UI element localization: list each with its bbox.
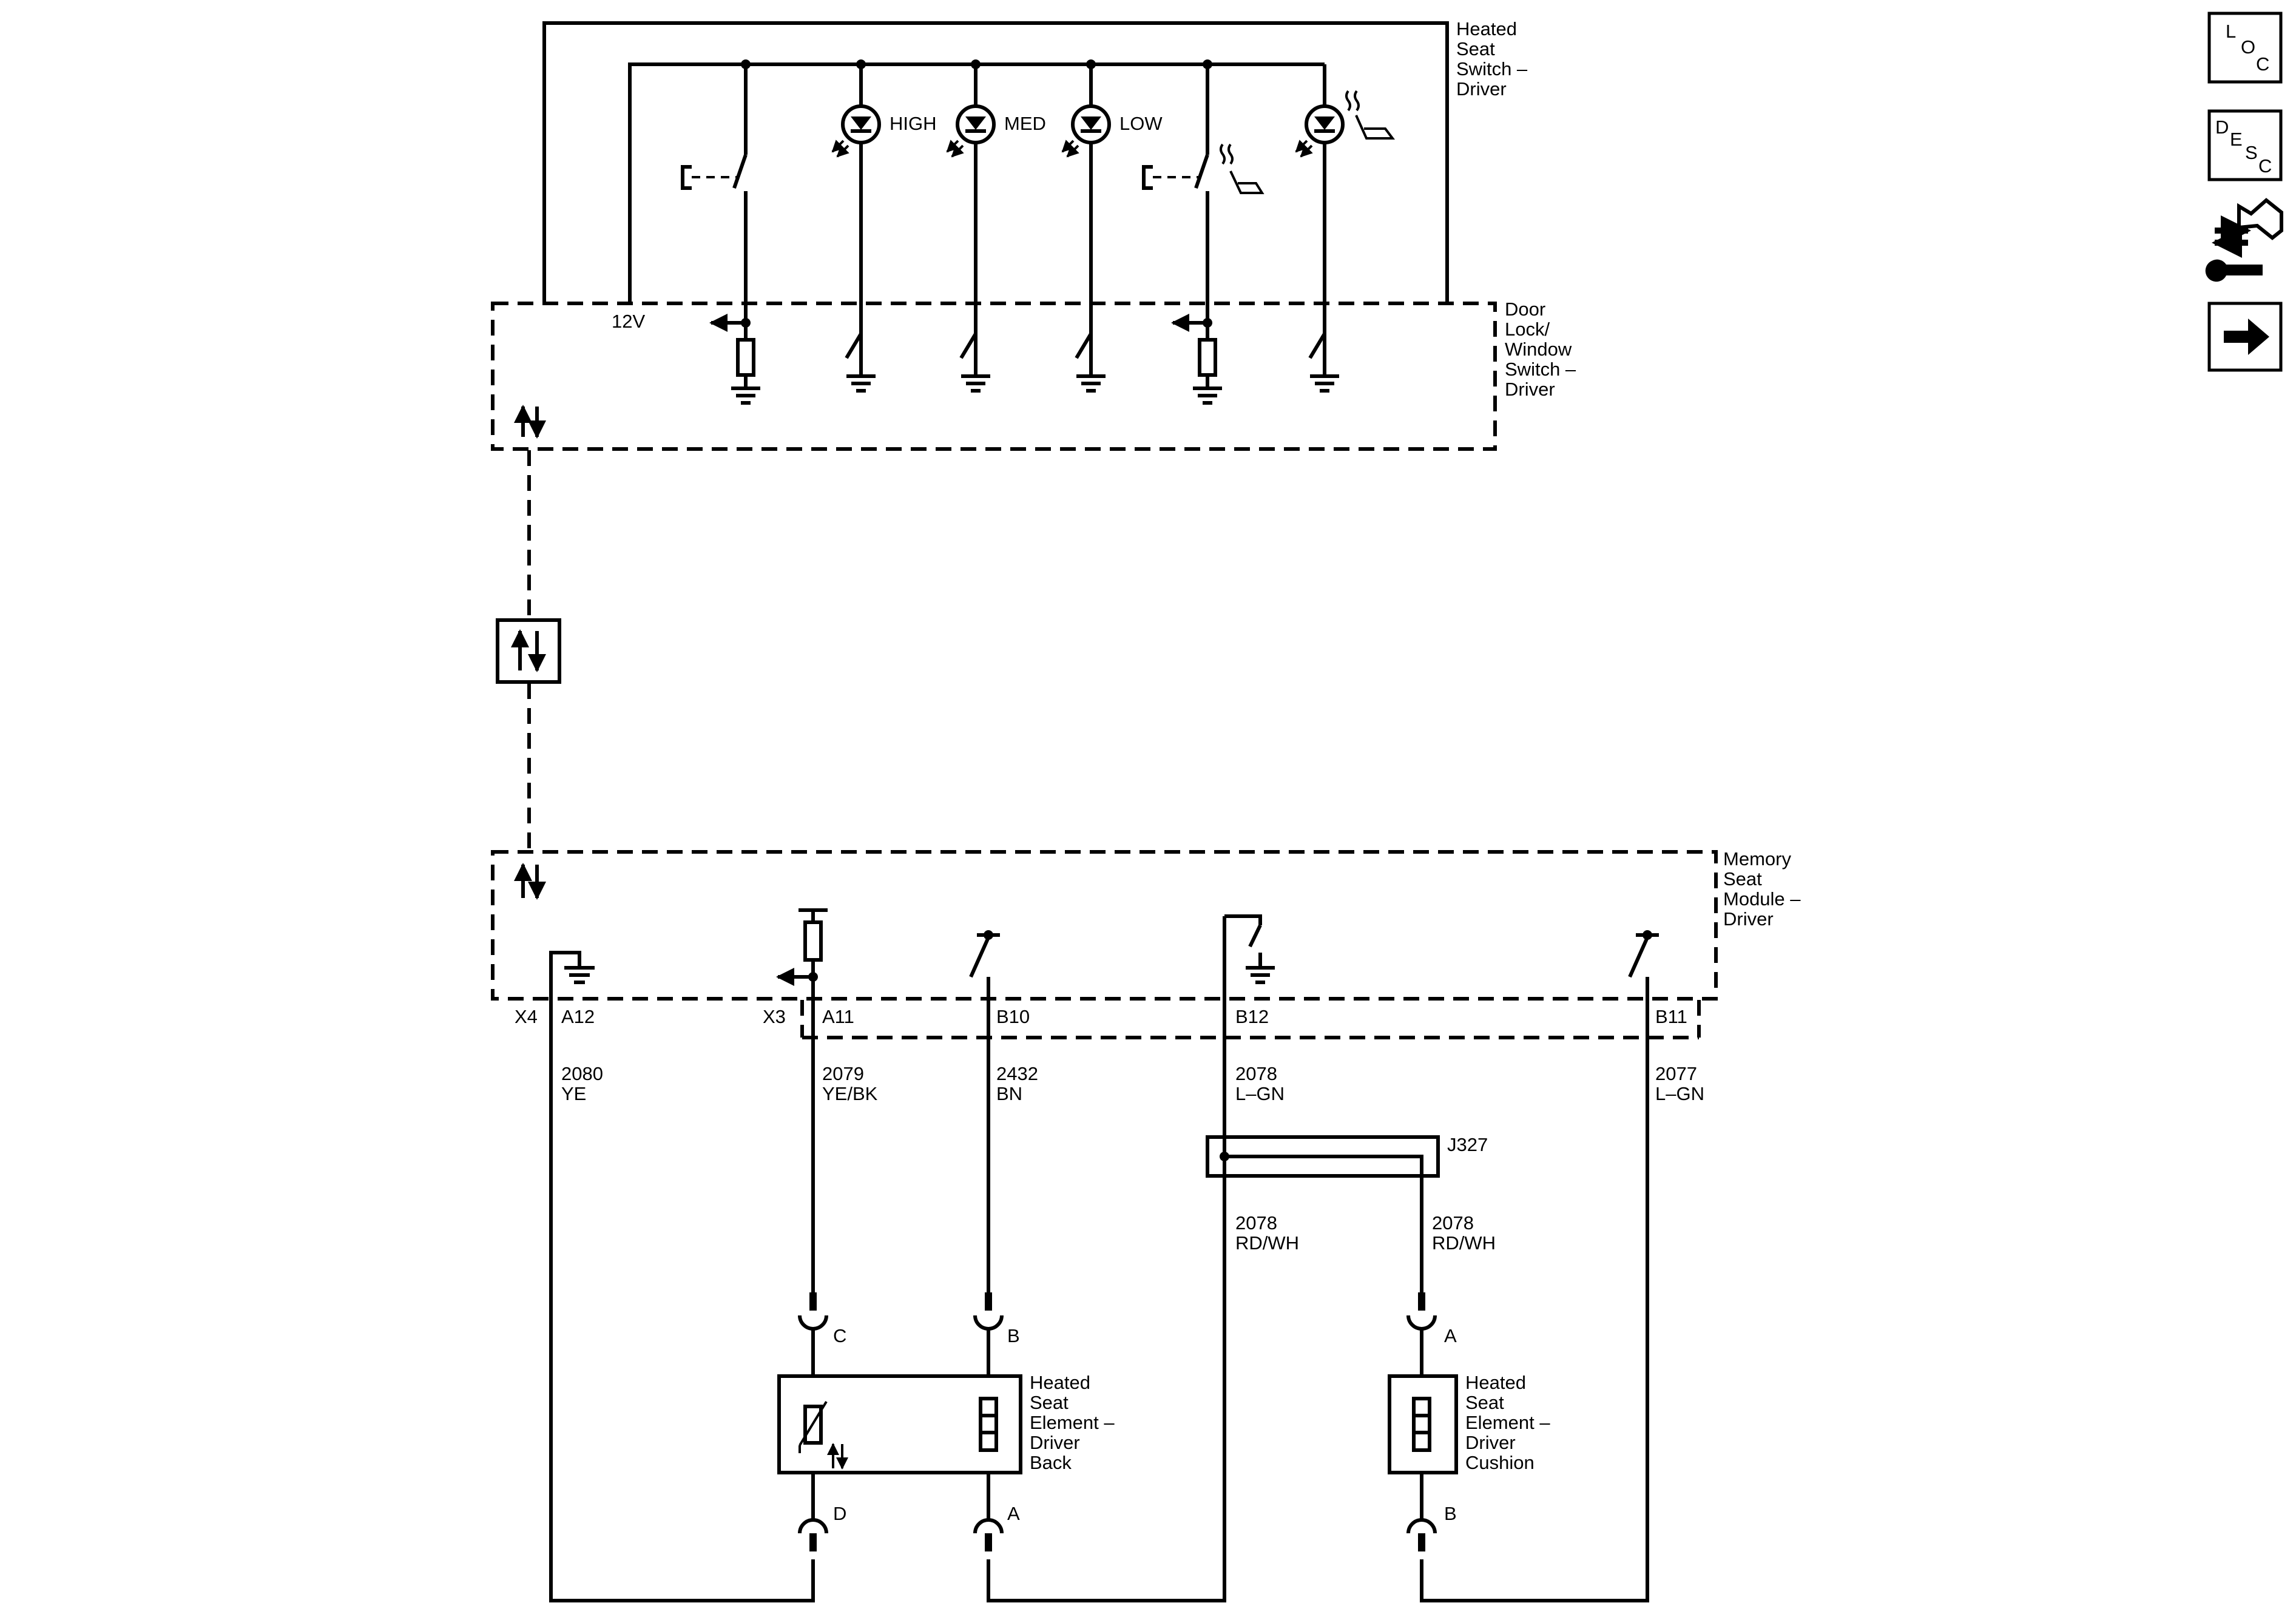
wire-2078-left-label: 2078 RD/WH <box>1235 1212 1299 1254</box>
door-lock-window-switch-driver: 12V <box>491 299 1581 451</box>
led-driver-high <box>845 333 876 393</box>
wire-2079-label: 2079 YE/BK <box>822 1063 878 1104</box>
pin-b-cushion-label: B <box>1444 1503 1457 1524</box>
led-driver-med <box>959 333 990 393</box>
heated-seat-element-back: Heated Seat Element – Driver Back <box>777 1372 1119 1474</box>
led-driver-low <box>1075 333 1106 393</box>
voltage-label: 12V <box>612 311 645 332</box>
led-med-label: MED <box>1004 113 1046 134</box>
loc-button[interactable]: L O C <box>2207 12 2283 84</box>
wire-2078-top-label: 2078 L–GN <box>1235 1063 1285 1104</box>
serial-data-icon <box>514 863 546 900</box>
wire-2077-label: 2077 L–GN <box>1655 1063 1704 1104</box>
door-switch-label: Door Lock/ Window Switch – Driver <box>1505 299 1581 400</box>
seat-heat-icon <box>1220 143 1264 194</box>
heated-seat-element-cushion: Heated Seat Element – Driver Cushion <box>1388 1372 1555 1474</box>
element-cushion-label: Heated Seat Element – Driver Cushion <box>1465 1372 1555 1473</box>
led-seat <box>1295 64 1395 358</box>
next-arrow-icon[interactable] <box>2207 302 2283 372</box>
led-low <box>1061 64 1111 358</box>
wire-2432-label: 2432 BN <box>996 1063 1044 1104</box>
svg-text:L: L <box>2226 21 2236 42</box>
memory-seat-module-driver: Memory Seat Module – Driver X4 X3 A12 A1… <box>491 848 1806 1039</box>
connector-x3-label: X3 <box>763 1006 786 1027</box>
heated-seat-switch-label: Heated Seat Switch – Driver <box>1456 18 1533 100</box>
led-med <box>946 64 996 358</box>
svg-text:D: D <box>2215 116 2229 138</box>
svg-text:E: E <box>2230 129 2243 150</box>
pin-a11-label: A11 <box>822 1006 854 1027</box>
svg-text:C: C <box>2258 155 2272 177</box>
connector-terminals: C B A D A B <box>798 1292 1457 1551</box>
connector-x4-label: X4 <box>515 1006 538 1027</box>
splice-j327-label: J327 <box>1447 1134 1488 1155</box>
pin-c-label: C <box>833 1325 846 1346</box>
heated-seat-switch-driver: Heated Seat Switch – Driver HIGH MED LOW <box>542 18 1533 358</box>
desc-button[interactable]: D E S C <box>2207 109 2283 181</box>
element-back-label: Heated Seat Element – Driver Back <box>1030 1372 1119 1473</box>
led-high <box>831 64 881 358</box>
pin-b-label: B <box>1007 1325 1020 1346</box>
wire-2078-right-label: 2078 RD/WH <box>1432 1212 1496 1254</box>
led-high-label: HIGH <box>890 113 937 134</box>
wire-2080-label: 2080 YE <box>561 1063 609 1104</box>
pin-d-label: D <box>833 1503 846 1524</box>
pin-a-cushion-label: A <box>1444 1325 1457 1346</box>
memory-module-label: Memory Seat Module – Driver <box>1723 848 1806 930</box>
pin-b10-label: B10 <box>996 1006 1030 1027</box>
pin-a12-label: A12 <box>561 1006 595 1027</box>
serial-data-link <box>496 450 561 849</box>
svg-text:O: O <box>2241 36 2255 58</box>
serial-data-icon <box>514 405 546 439</box>
pin-b11-label: B11 <box>1655 1006 1687 1027</box>
svg-text:S: S <box>2245 142 2258 163</box>
svg-text:C: C <box>2256 53 2269 75</box>
pin-b12-label: B12 <box>1235 1006 1269 1027</box>
led-low-label: LOW <box>1119 113 1163 134</box>
led-driver-seat <box>1308 333 1339 393</box>
pin-a-back-label: A <box>1007 1503 1020 1524</box>
harness-wires: J327 2080 YE 2079 YE/BK 2432 BN 2078 L–G… <box>549 916 1704 1602</box>
connector-icon[interactable] <box>2205 198 2283 282</box>
